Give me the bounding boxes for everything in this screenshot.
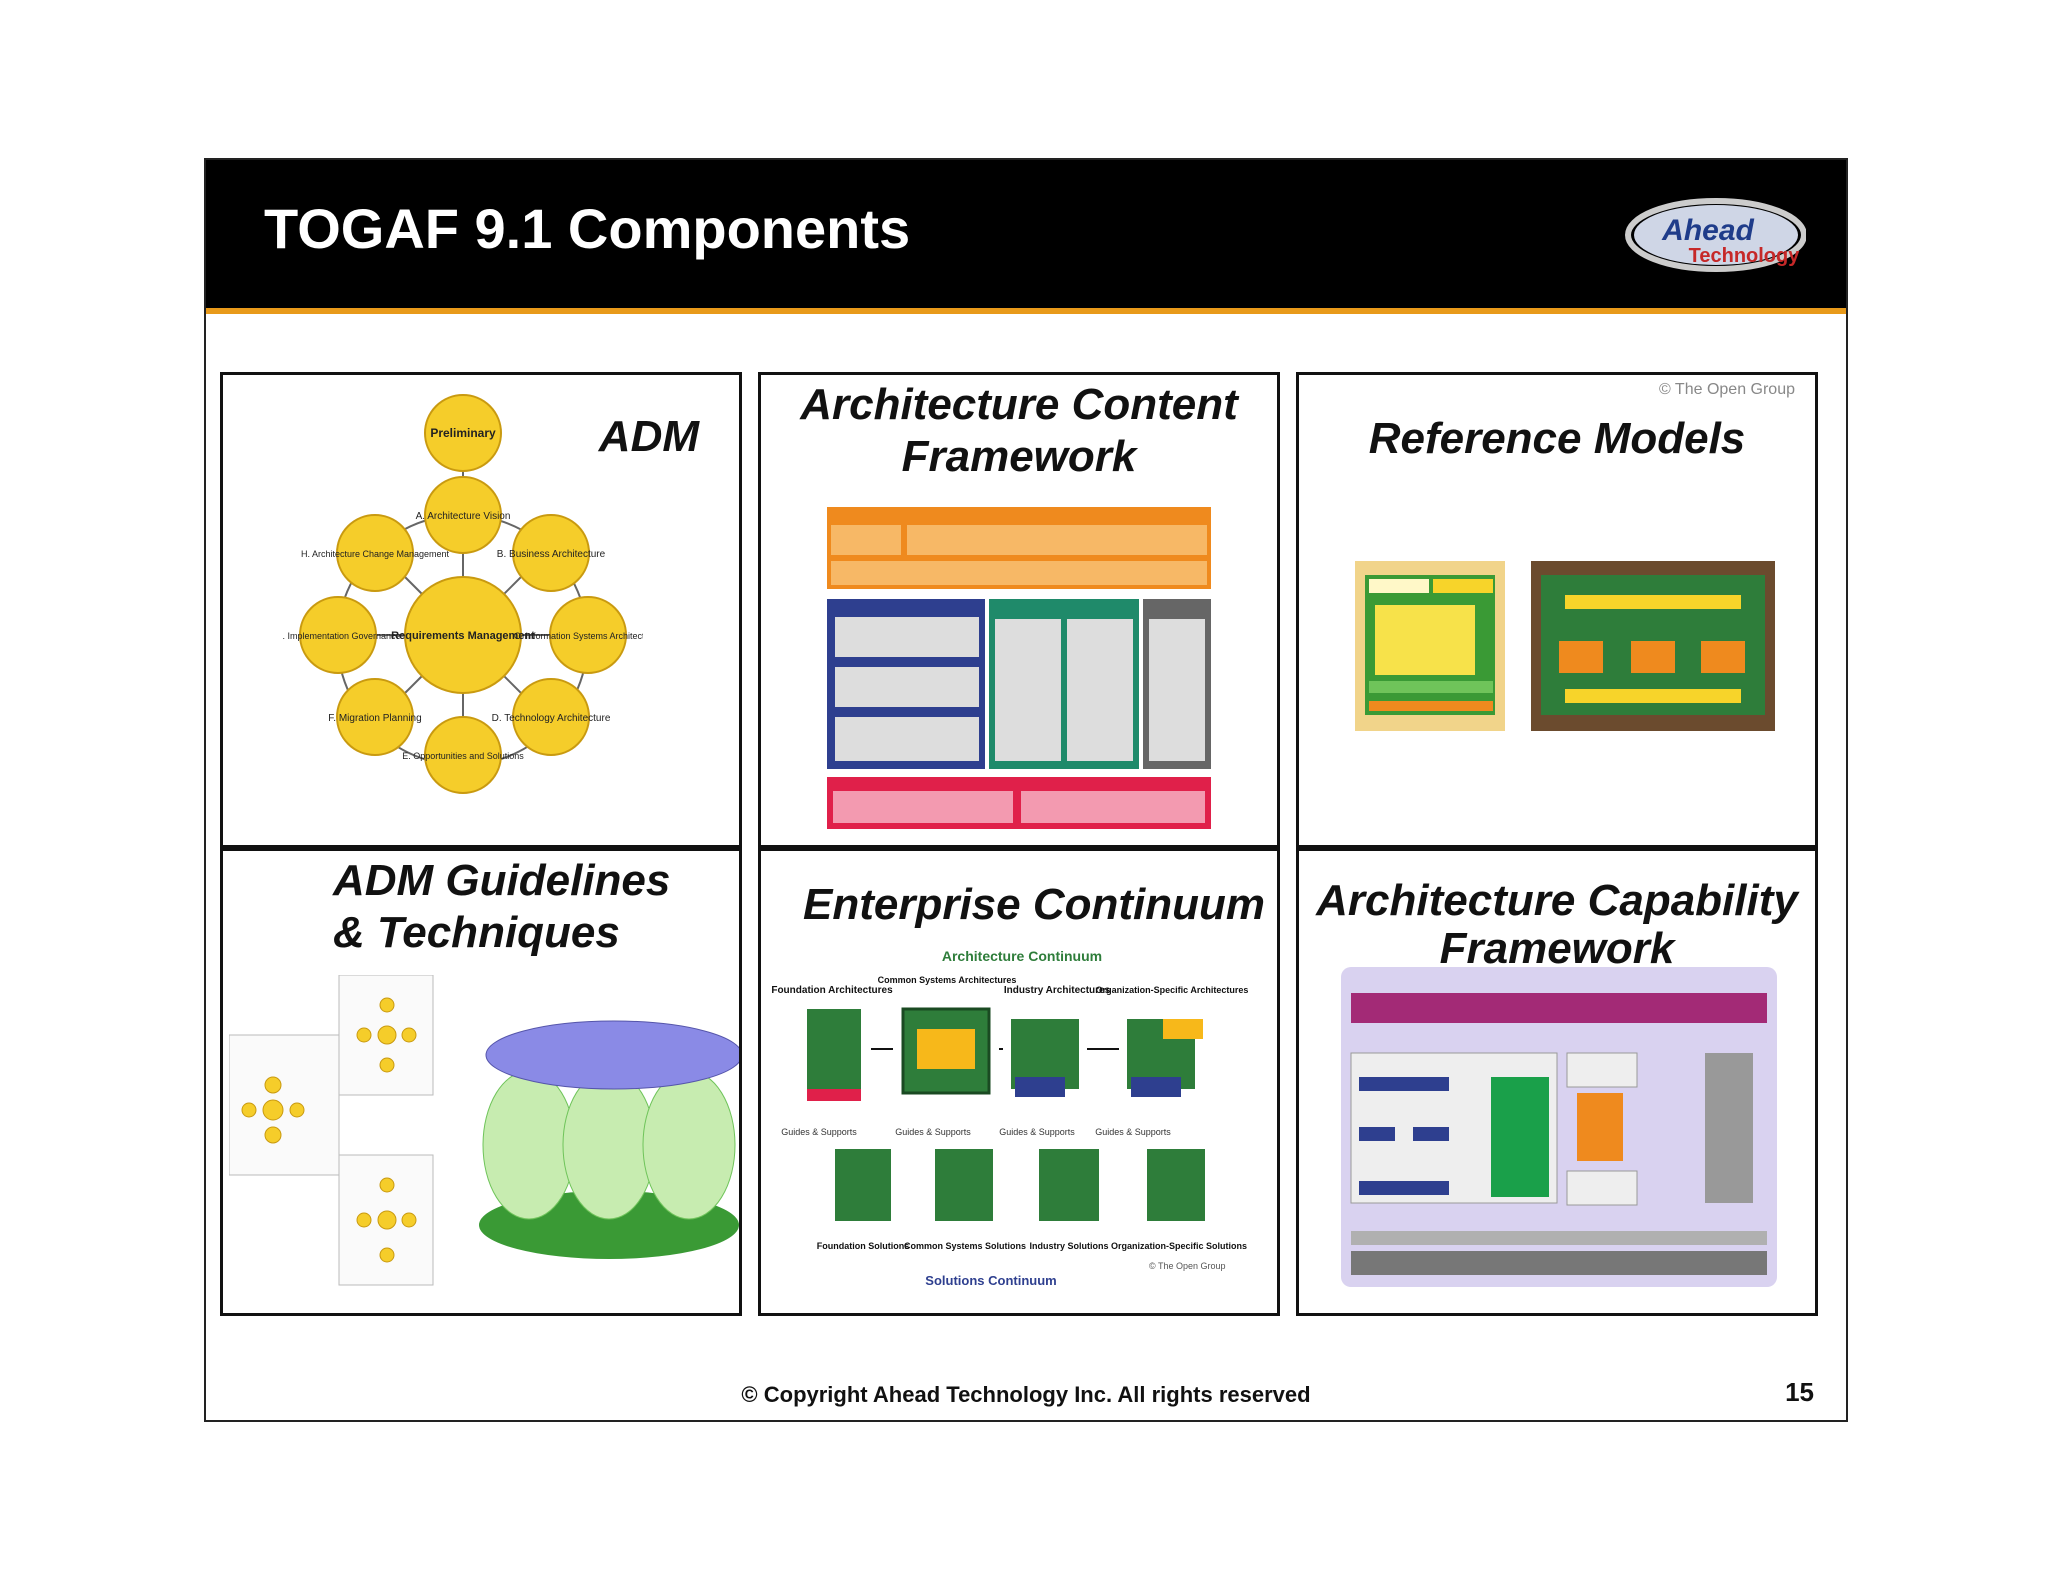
svg-text:Guides & Supports: Guides & Supports — [781, 1127, 857, 1137]
adm-phase-preliminary — [424, 394, 502, 472]
adm-cycle-diagram: Preliminary A. Architecture Vision B. Bu… — [283, 394, 643, 794]
svg-text:A. Architecture Vision: A. Architecture Vision — [416, 511, 511, 522]
enterprise-continuum-diagram: Architecture Continuum Foundation Archit… — [771, 949, 1249, 1288]
svg-text:Common Systems Solutions: Common Systems Solutions — [904, 1241, 1026, 1251]
svg-text:H. Architecture Change Managem: H. Architecture Change Management — [301, 549, 450, 559]
svg-text:Preliminary: Preliminary — [430, 426, 496, 440]
slide-title: TOGAF 9.1 Components — [264, 197, 911, 260]
adm-phase-h — [336, 514, 414, 592]
svg-text:Guides & Supports: Guides & Supports — [999, 1127, 1075, 1137]
adm-phase-d — [512, 678, 590, 756]
refmodels-copyright: © The Open Group — [1658, 381, 1795, 398]
page-number: 15 — [1785, 1377, 1814, 1407]
continuum-copyright: © The Open Group — [1149, 1261, 1226, 1271]
refmodels-diagram — [1355, 561, 1775, 731]
adm-phase-c — [549, 596, 627, 674]
svg-text:Requirements Management: Requirements Management — [391, 630, 535, 642]
logo-text-bottom: Technology — [1689, 245, 1801, 267]
logo-text-top: Ahead — [1661, 214, 1754, 247]
reference-models-cell: © The Open Group Reference Models — [1296, 372, 1818, 848]
svg-text:Guides & Supports: Guides & Supports — [895, 1127, 971, 1137]
adm-cell: ADM — [220, 372, 742, 848]
continuum-title: Enterprise Continuum — [802, 880, 1266, 929]
slide: TOGAF 9.1 Components Ahead Technology AD… — [204, 158, 1848, 1422]
svg-text:Industry Architectures: Industry Architectures — [1004, 985, 1111, 996]
adm-phase-a — [424, 476, 502, 554]
svg-text:Organization-Specific Solution: Organization-Specific Solutions — [1111, 1241, 1247, 1251]
svg-text:D. Technology Architecture: D. Technology Architecture — [492, 713, 611, 724]
svg-text:G. Implementation Governance: G. Implementation Governance — [283, 631, 401, 641]
architecture-continuum-label: Architecture Continuum — [942, 949, 1102, 964]
svg-text:Guides & Supports: Guides & Supports — [1095, 1127, 1171, 1137]
capability-diagram — [1341, 967, 1777, 1287]
guidelines-title: ADM Guidelines& Techniques — [333, 856, 671, 957]
svg-text:Common Systems Architectures: Common Systems Architectures — [878, 975, 1017, 985]
solutions-continuum-label: Solutions Continuum — [925, 1273, 1056, 1288]
svg-text:Foundation Solutions: Foundation Solutions — [817, 1241, 909, 1251]
adm-phase-b — [512, 514, 590, 592]
svg-text:C. Information Systems Archite: C. Information Systems Architectures — [514, 631, 643, 641]
title-bar: TOGAF 9.1 Components Ahead Technology — [206, 160, 1846, 308]
svg-text:E. Opportunities and Solutions: E. Opportunities and Solutions — [402, 751, 524, 761]
adm-phase-f — [336, 678, 414, 756]
components-grid: ADM — [220, 372, 1832, 1316]
title-underline — [206, 308, 1846, 314]
svg-text:Foundation Architectures: Foundation Architectures — [771, 985, 893, 996]
guidelines-cell: ADM Guidelines& Techniques — [220, 848, 742, 1316]
adm-phase-g — [299, 596, 377, 674]
guidelines-diagram — [229, 975, 739, 1286]
svg-text:Organization-Specific Architec: Organization-Specific Architectures — [1096, 985, 1249, 995]
svg-text:F. Migration Planning: F. Migration Planning — [328, 713, 421, 724]
footer-copyright: © Copyright Ahead Technology Inc. All ri… — [741, 1382, 1311, 1407]
adm-center — [404, 576, 522, 694]
acf-diagram — [827, 507, 1211, 829]
svg-text:B. Business Architecture: B. Business Architecture — [497, 549, 606, 560]
svg-text:Industry Solutions: Industry Solutions — [1029, 1241, 1108, 1251]
refmodels-title: Reference Models — [1368, 414, 1746, 463]
company-logo: Ahead Technology — [1625, 198, 1806, 272]
adm-title: ADM — [598, 412, 699, 461]
continuum-cell: Enterprise Continuum Architecture Contin… — [758, 848, 1280, 1316]
adm-phase-e — [424, 716, 502, 794]
